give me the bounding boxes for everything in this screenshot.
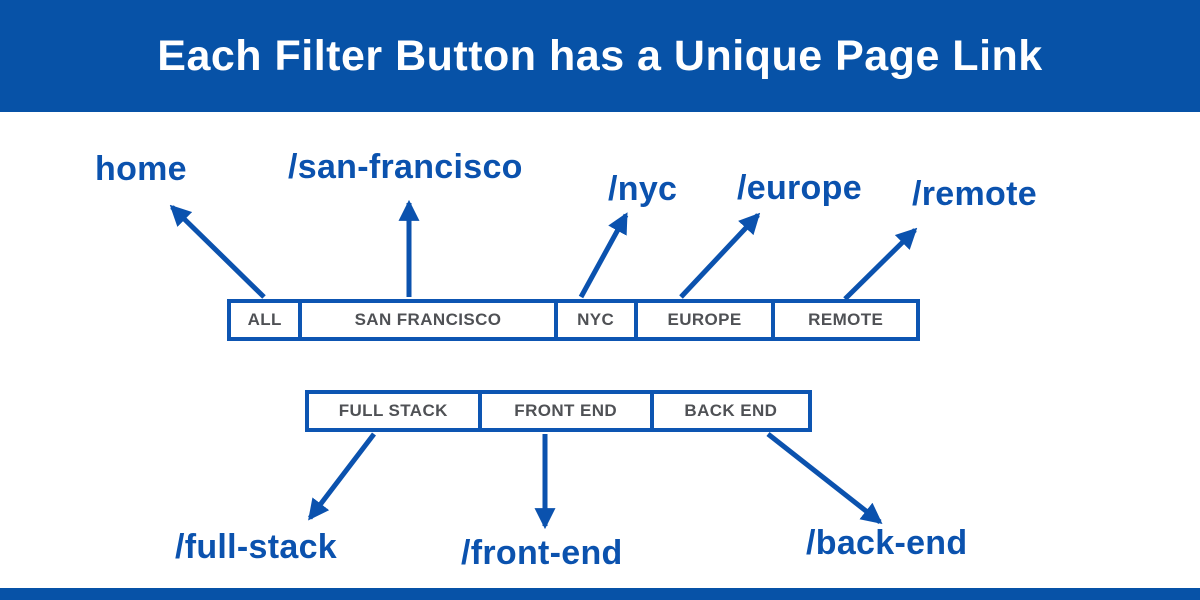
filter-button-nyc[interactable]: NYC bbox=[557, 303, 634, 337]
route-label-back-end: /back-end bbox=[806, 524, 968, 562]
route-label-remote: /remote bbox=[912, 175, 1037, 213]
arrow-back-end bbox=[766, 432, 883, 524]
arrow-home bbox=[169, 204, 266, 299]
filter-button-remote[interactable]: REMOTE bbox=[775, 303, 916, 337]
filter-button-full-stack[interactable]: FULL STACK bbox=[309, 394, 478, 428]
page-title: Each Filter Button has a Unique Page Lin… bbox=[157, 31, 1043, 80]
route-label-europe: /europe bbox=[737, 169, 862, 207]
arrow-full-stack bbox=[308, 432, 376, 521]
route-label-front-end: /front-end bbox=[461, 534, 623, 572]
arrow-europe bbox=[679, 212, 761, 299]
filter-button-san-francisco[interactable]: SAN FRANCISCO bbox=[302, 303, 554, 337]
header-band: Each Filter Button has a Unique Page Lin… bbox=[0, 0, 1200, 112]
route-label-home: home bbox=[95, 150, 187, 188]
filter-bar-roles: FULL STACK FRONT END BACK END bbox=[305, 390, 812, 432]
route-label-full-stack: /full-stack bbox=[175, 528, 338, 566]
filter-bar-locations: ALL SAN FRANCISCO NYC EUROPE REMOTE bbox=[227, 299, 920, 341]
arrow-remote bbox=[843, 227, 918, 301]
filter-button-front-end[interactable]: FRONT END bbox=[481, 394, 650, 428]
route-label-san-francisco: /san-francisco bbox=[288, 148, 523, 186]
filter-button-europe[interactable]: EUROPE bbox=[637, 303, 772, 337]
route-label-nyc: /nyc bbox=[608, 170, 678, 208]
footer-band bbox=[0, 588, 1200, 600]
filter-button-all[interactable]: ALL bbox=[231, 303, 299, 337]
filter-button-back-end[interactable]: BACK END bbox=[653, 394, 808, 428]
arrow-nyc bbox=[578, 212, 629, 299]
